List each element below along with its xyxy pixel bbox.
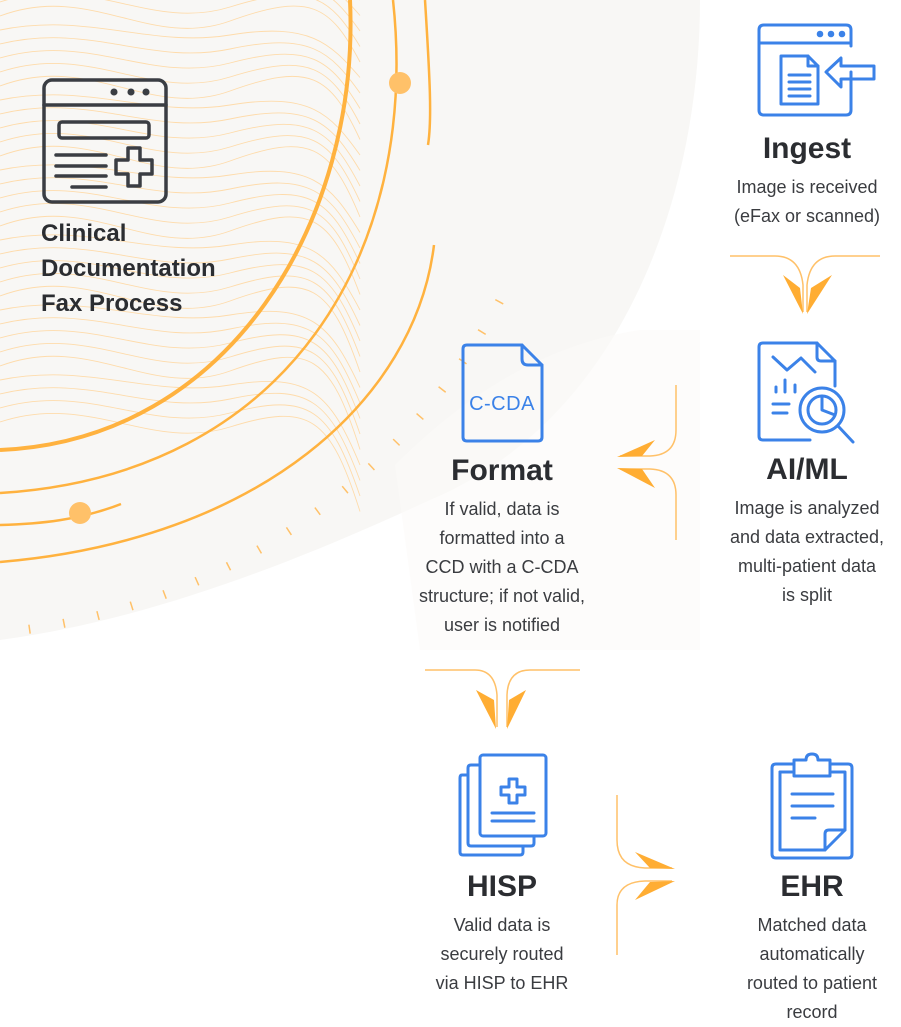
- arrow-aiml-to-format: [617, 385, 677, 540]
- topo-line: [0, 75, 361, 140]
- step-title: Format: [451, 454, 553, 487]
- step-aiml: AI/ML Image is analyzed and data extract…: [697, 452, 901, 610]
- topo-line: [0, 387, 361, 481]
- topo-line: [0, 304, 361, 388]
- topo-line: [0, 24, 361, 78]
- topo-line: [0, 50, 361, 109]
- step-description: Matched data automatically routed to pat…: [746, 915, 878, 1022]
- stacked-medical-documents-icon: [458, 753, 548, 857]
- step-description: Image is received (eFax or scanned): [733, 177, 881, 226]
- topo-line: [0, 107, 361, 171]
- topo-line: [0, 37, 361, 94]
- page-title: Clinical Documentation Fax Process: [41, 216, 216, 321]
- orbit-dot-top: [389, 72, 411, 94]
- tick-mark: [367, 462, 375, 471]
- arc-2: [0, 0, 398, 495]
- tick-mark: [494, 298, 504, 305]
- document-chart-magnifier-icon: [757, 341, 855, 444]
- step-format: Format If valid, data is formatted into …: [392, 453, 612, 640]
- tick-mark: [96, 610, 100, 621]
- topo-line: [0, 355, 361, 450]
- topo-line: [0, 260, 361, 342]
- arc-4: [0, 244, 436, 564]
- topo-line: [0, 317, 361, 404]
- tick-mark: [129, 601, 134, 611]
- topo-line: [0, 94, 361, 156]
- tick-mark: [341, 485, 349, 494]
- step-title: Ingest: [762, 132, 852, 165]
- tick-mark: [477, 329, 487, 336]
- ccda-document-icon: C-CDA: [461, 343, 544, 443]
- fax-form-icon: [42, 78, 168, 204]
- tick-mark: [162, 590, 167, 599]
- topo-line: [0, 247, 361, 326]
- step-hisp: HISP Valid data is securely routed via H…: [392, 869, 612, 998]
- step-ehr: EHR Matched data automatically routed to…: [702, 869, 901, 1027]
- arc-5: [0, 502, 122, 527]
- topo-line: [0, 177, 361, 249]
- topo-line: [0, 374, 361, 466]
- tick-mark: [392, 438, 401, 446]
- arrow-format-to-hisp: [425, 669, 580, 729]
- grey-band: [0, 0, 700, 640]
- topo-line: [0, 234, 361, 311]
- topo-line: [0, 133, 361, 202]
- step-description: Valid data is securely routed via HISP t…: [435, 915, 569, 993]
- topo-line: [0, 63, 361, 125]
- step-description: Image is analyzed and data extracted, mu…: [729, 498, 885, 605]
- topo-line: [0, 343, 361, 435]
- tick-mark: [314, 507, 321, 516]
- tick-marks: [28, 298, 504, 634]
- step-description: If valid, data is formatted into a CCD w…: [418, 499, 586, 635]
- tick-mark: [256, 545, 263, 554]
- tick-mark: [438, 386, 447, 393]
- topo-line: [0, 215, 361, 295]
- arrow-hisp-to-ehr: [616, 795, 675, 955]
- orbit-dot-left: [69, 502, 91, 524]
- topo-line: [0, 273, 361, 357]
- step-title: AI/ML: [766, 453, 848, 486]
- topo-line: [0, 190, 361, 264]
- browser-document-arrow-icon: [757, 23, 876, 117]
- tick-mark: [62, 618, 66, 628]
- topo-line: [0, 0, 361, 47]
- arc-3: [423, 0, 432, 146]
- step-title: HISP: [466, 870, 538, 903]
- arc-main: [0, 0, 353, 452]
- light-fan: [395, 330, 700, 650]
- tick-mark: [194, 576, 200, 586]
- tick-mark: [28, 624, 31, 634]
- topo-line: [0, 330, 361, 419]
- arrow-ingest-to-aiml: [730, 255, 880, 314]
- tick-mark: [285, 526, 293, 536]
- title-line: Clinical: [41, 220, 127, 247]
- title-line: Documentation: [41, 255, 216, 282]
- tick-mark: [225, 561, 232, 571]
- clipboard-icon: [770, 752, 854, 860]
- tick-mark: [416, 412, 424, 421]
- topo-line: [0, 413, 361, 512]
- ccda-label: C-CDA: [469, 393, 535, 415]
- step-title: EHR: [780, 870, 844, 903]
- step-ingest: Ingest Image is received (eFax or scanne…: [697, 131, 901, 231]
- topo-line: [0, 203, 361, 280]
- topo-line: [0, 5, 361, 63]
- title-line: Fax Process: [41, 290, 183, 317]
